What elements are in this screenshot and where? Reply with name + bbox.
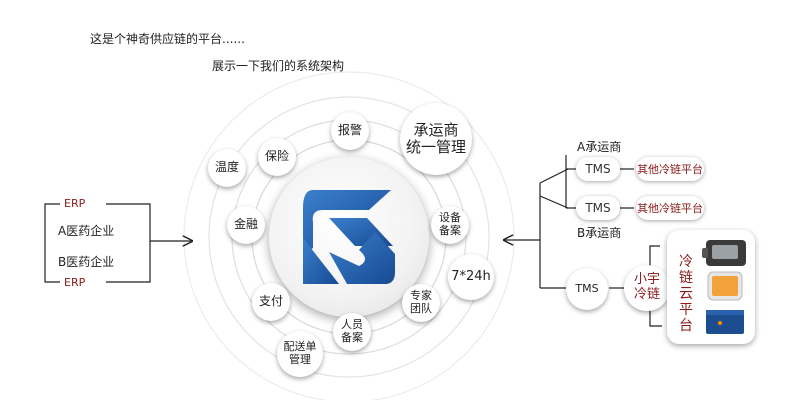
right-tree xyxy=(539,155,662,327)
cold-chain-cloud-label: 冷链云平台 xyxy=(679,254,693,334)
logo-top-stroke xyxy=(303,190,391,254)
bubble-insurance: 保险 xyxy=(258,138,296,176)
intro-text: 这是个神奇供应链的平台...... xyxy=(90,32,245,46)
bubble-payment: 支付 xyxy=(252,283,290,321)
platform-logo xyxy=(303,190,395,284)
smartphone-icon xyxy=(707,271,743,301)
tms-node-2: TMS xyxy=(576,196,620,220)
bubble-24h-service: 7*24h xyxy=(448,254,494,300)
erp-top-label: ERP xyxy=(64,197,86,210)
bubble-alarm: 报警 xyxy=(331,112,369,150)
bubble-finance: 金融 xyxy=(227,206,265,244)
company-a-label: A医药企业 xyxy=(58,224,115,238)
left-bracket xyxy=(44,203,151,283)
ring-3 xyxy=(208,96,490,378)
xiaoyu-cold-chain-node: 小宇 冷链 xyxy=(624,265,670,311)
bubble-temperature: 温度 xyxy=(208,149,246,187)
left-bracket-outer xyxy=(44,203,60,283)
tree-branch-mid xyxy=(539,195,569,209)
other-platform-node-1: 其他冷链平台 xyxy=(636,157,704,181)
other-platform-node-2: 其他冷链平台 xyxy=(636,196,704,220)
tree-branch-top xyxy=(539,168,569,184)
cold-box-icon xyxy=(706,310,744,334)
logo-bottom-wedge xyxy=(303,238,339,284)
carrier-a-label: A承运商 xyxy=(577,140,622,154)
architecture-caption: 展示一下我们的系统架构 xyxy=(212,59,345,73)
company-b-label: B医药企业 xyxy=(58,255,115,269)
logo-bottom-curve xyxy=(329,232,395,284)
tms-node-3: TMS xyxy=(566,268,608,310)
bubble-carrier-management: 承运商 统一管理 xyxy=(400,103,472,175)
tms-node-1: TMS xyxy=(576,157,620,181)
carrier-b-label: B承运商 xyxy=(577,226,622,240)
left-bracket-inner xyxy=(106,203,151,283)
cloud-device-icons xyxy=(702,240,746,334)
bubble-delivery-management: 配送单 管理 xyxy=(277,331,323,377)
bubble-expert-team: 专家 团队 xyxy=(402,284,440,322)
data-logger-icon xyxy=(702,240,746,266)
erp-bottom-label: ERP xyxy=(64,276,86,289)
bubble-equipment-record: 设备 备案 xyxy=(431,206,469,244)
bubble-personnel-record: 人员 备案 xyxy=(333,313,371,351)
